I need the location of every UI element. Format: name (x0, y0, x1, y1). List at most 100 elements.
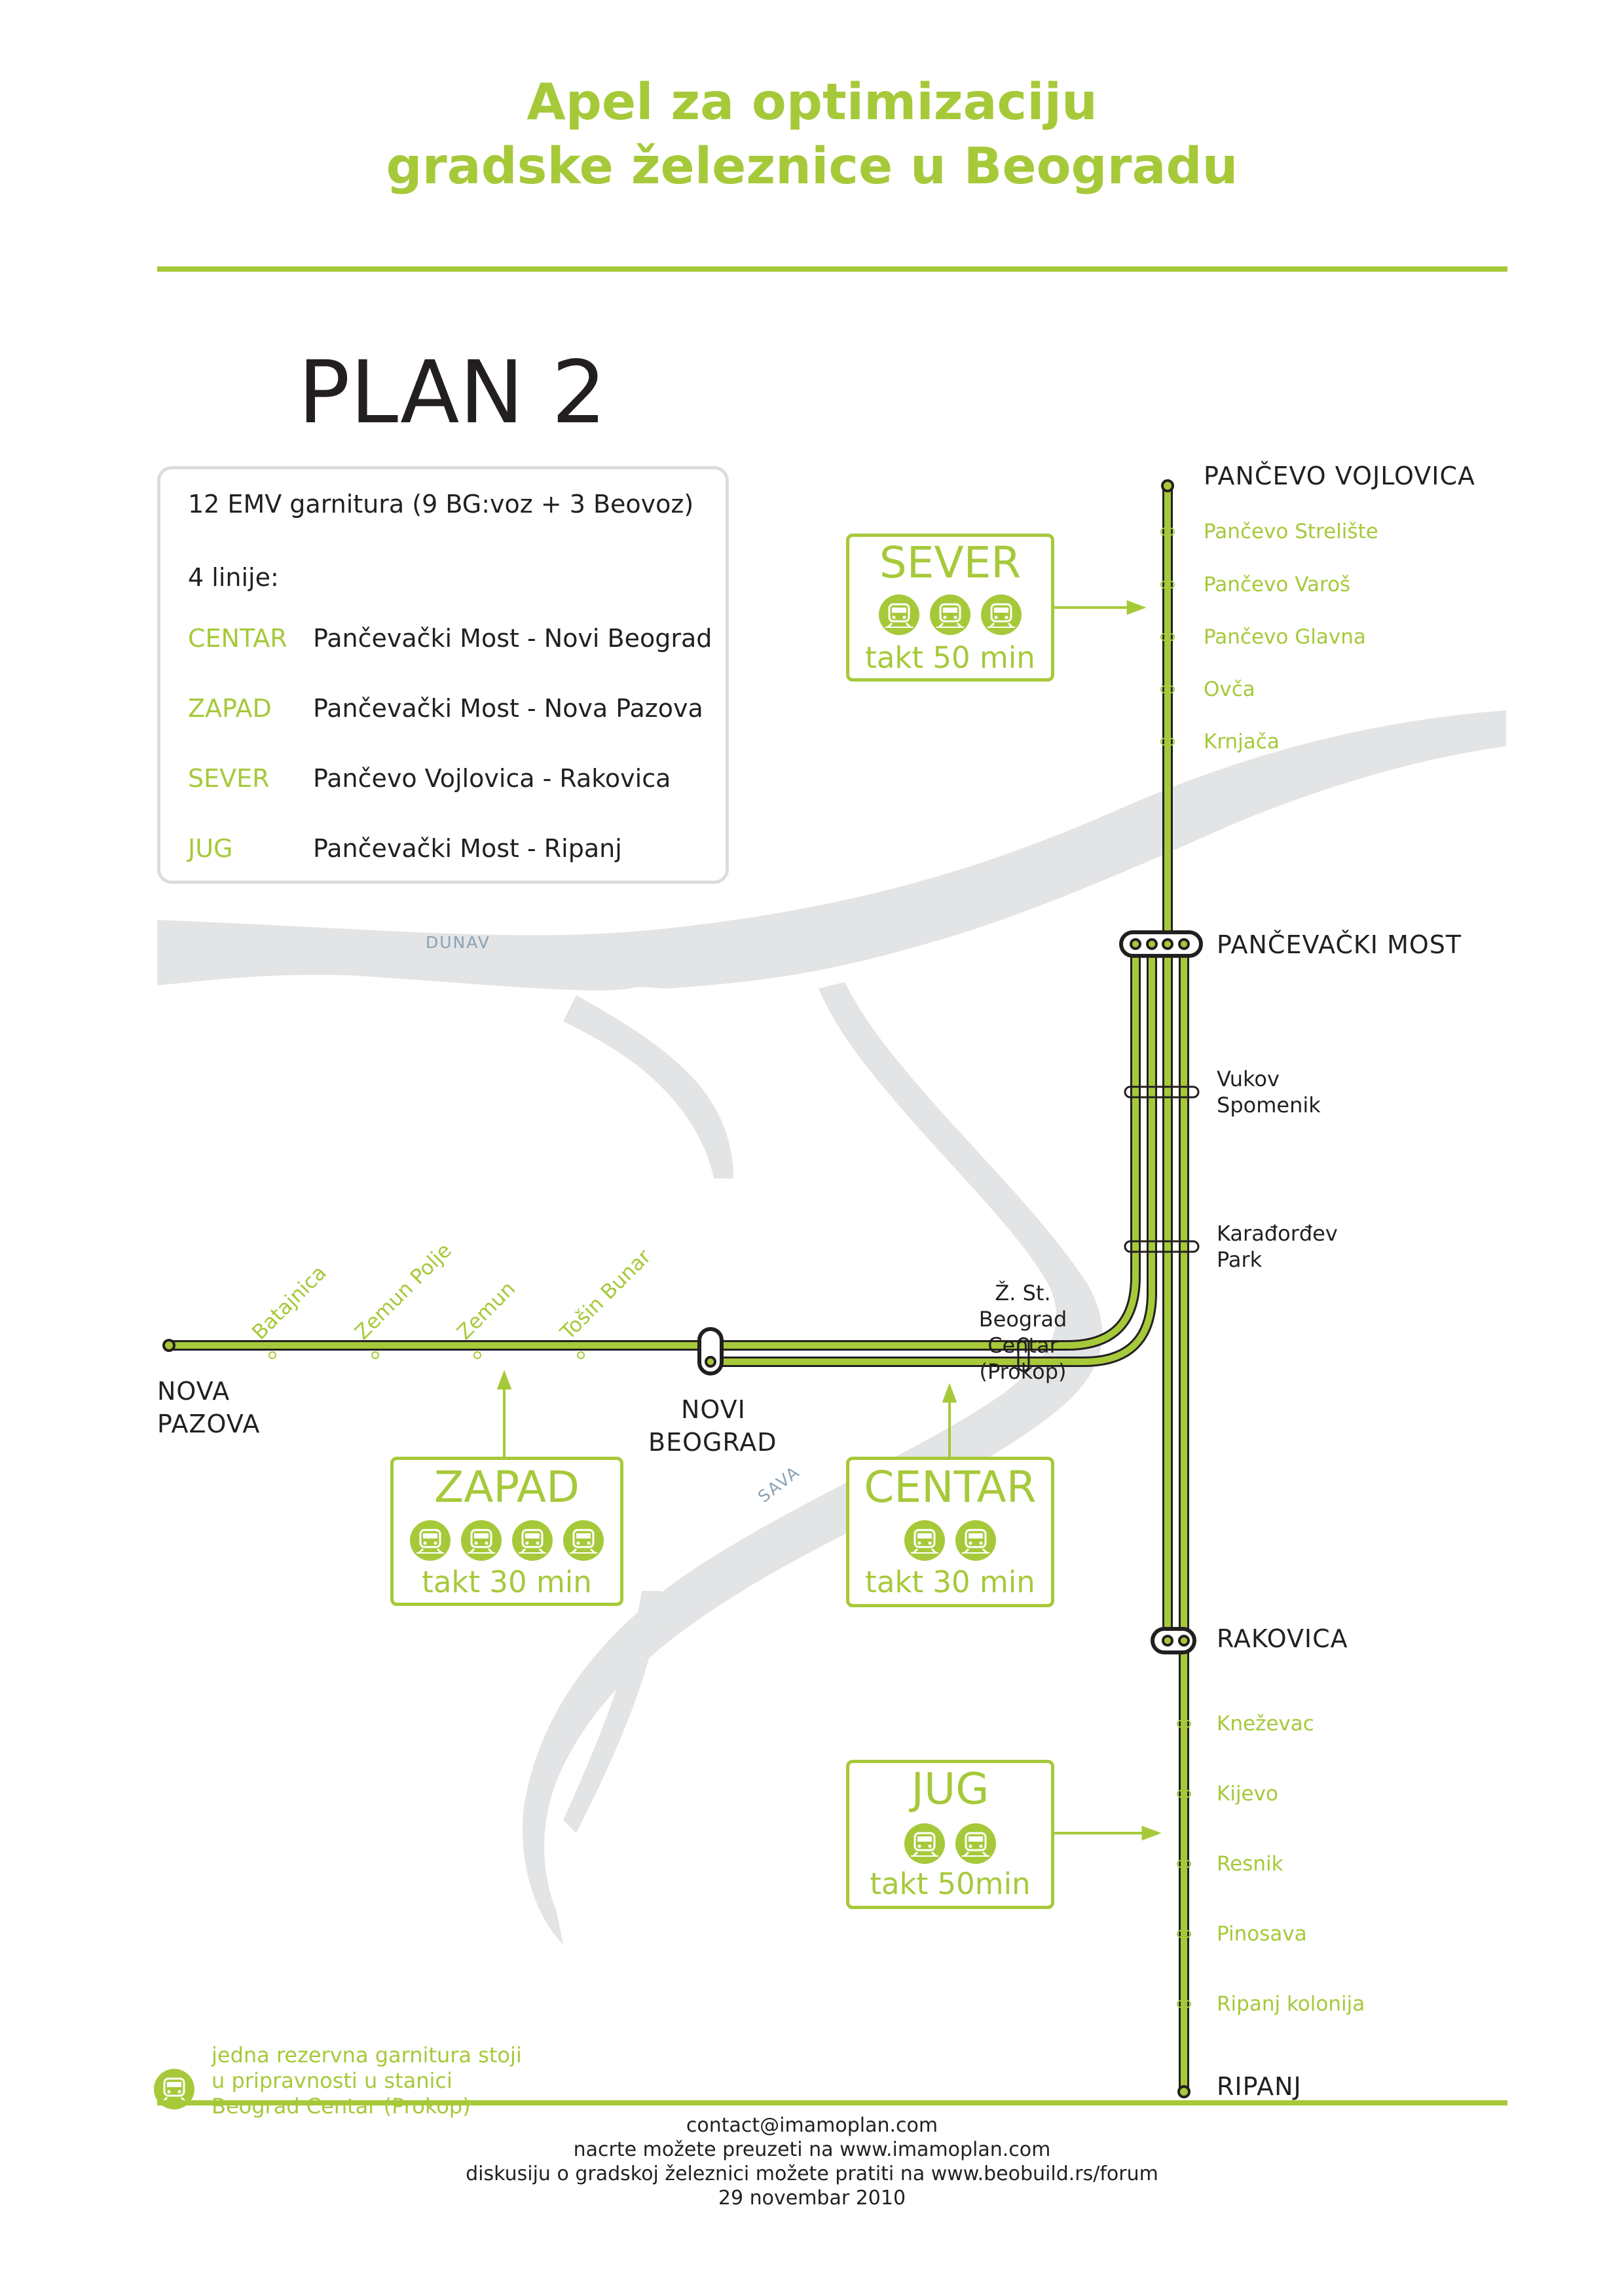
centar-box: CENTAR takt 30 min (846, 1457, 1054, 1607)
stop-marker (1183, 1860, 1191, 1868)
train-icon (461, 1520, 502, 1561)
jug-arrow-head (1141, 1825, 1162, 1841)
legend-line-route: Pančevački Most - Ripanj (313, 834, 622, 863)
station-label-line: Spomenik (1217, 1093, 1321, 1118)
station-dot (705, 1356, 716, 1368)
station-pancevo-varos: Pančevo Varoš (1204, 573, 1351, 596)
zapad-box-takt: takt 30 min (422, 1565, 592, 1599)
sever-box: SEVER takt 50 min (846, 534, 1054, 682)
bottom-divider (157, 2100, 1507, 2105)
reserve-note-line: jedna rezervna garnitura stoji (212, 2043, 522, 2068)
stop-marker (371, 1351, 379, 1359)
jug-train-icons (849, 1823, 1051, 1867)
train-icon (955, 1823, 996, 1864)
station-kijevo: Kijevo (1217, 1782, 1278, 1806)
footer-contact: contact@imamoplan.com (686, 2114, 938, 2137)
jug-box-name: JUG (911, 1764, 989, 1814)
karadjordjev-park-marker (1124, 1240, 1200, 1253)
train-icon (904, 1520, 945, 1561)
centar-train-icons (849, 1520, 1051, 1563)
train-icon (930, 594, 970, 635)
train-icon (981, 594, 1022, 635)
station-ripanj-kolonija: Ripanj kolonija (1217, 1992, 1365, 2016)
footer-date: 29 novembar 2010 (718, 2187, 906, 2210)
stop-marker (1167, 633, 1175, 641)
zapad-box: ZAPAD takt 30 min (390, 1457, 623, 1606)
sever-box-name: SEVER (879, 538, 1022, 588)
centar-box-takt: takt 30 min (865, 1565, 1035, 1599)
stop-marker (473, 1351, 481, 1359)
reserve-note: jedna rezervna garnitura stoji u priprav… (212, 2043, 522, 2119)
legend-lines-heading: 4 linije: (188, 563, 279, 592)
station-label-line: PAZOVA (157, 1410, 261, 1438)
dunav-river (157, 710, 1506, 991)
sever-arrow-head (1126, 600, 1147, 615)
station-label-line: Karađorđev (1217, 1221, 1338, 1246)
legend-line-route: Pančevački Most - Novi Beograd (313, 624, 712, 653)
station-dot (1130, 938, 1141, 950)
centar-box-name: CENTAR (864, 1462, 1037, 1512)
station-krnjaca: Krnjača (1204, 730, 1280, 754)
footer-download: nacrte možete preuzeti na www.imamoplan.… (573, 2138, 1051, 2161)
legend-line-route: Pančevo Vojlovica - Rakovica (313, 764, 671, 793)
centar-arrow-head (942, 1383, 957, 1403)
train-icon (879, 594, 919, 635)
station-nova-pazova: NOVA PAZOVA (157, 1375, 260, 1440)
station-rakovica: RAKOVICA (1217, 1624, 1348, 1653)
jug-box-takt: takt 50min (870, 1867, 1031, 1901)
station-pancevo-glavna: Pančevo Glavna (1204, 625, 1366, 649)
station-dot (1178, 938, 1190, 950)
train-icon (410, 1520, 451, 1561)
stop-marker (1167, 581, 1175, 589)
station-label-line: BEOGRAD (648, 1428, 777, 1457)
train-icon (563, 1520, 604, 1561)
legend-line-route: Pančevački Most - Nova Pazova (313, 694, 703, 723)
river-confluence (563, 995, 733, 1178)
train-icon (955, 1520, 996, 1561)
jug-box: JUG takt 50min (846, 1760, 1054, 1909)
legend-box: 12 EMV garnitura (9 BG:voz + 3 Beovoz) 4… (157, 466, 729, 884)
stop-marker (1183, 1790, 1191, 1798)
station-label-line: Park (1217, 1247, 1263, 1272)
station-vukov-spomenik: Vukov Spomenik (1217, 1066, 1321, 1118)
train-icon (904, 1823, 945, 1864)
stop-marker (1167, 685, 1175, 693)
station-knezevac: Kneževac (1217, 1712, 1314, 1736)
reserve-note-line: Beograd Centar (Prokop) (212, 2094, 471, 2119)
station-ripanj: RIPANJ (1217, 2072, 1302, 2101)
station-dot (1146, 938, 1158, 950)
stop-marker (268, 1351, 276, 1359)
station-resnik: Resnik (1217, 1852, 1283, 1876)
station-pinosava: Pinosava (1217, 1922, 1307, 1946)
dunav-label: DUNAV (426, 933, 490, 952)
title-line-1: Apel za optimizaciju (526, 73, 1098, 132)
station-pancevo-streliste: Pančevo Strelište (1204, 520, 1378, 543)
zapad-line (166, 939, 1139, 1349)
stop-marker (1183, 1720, 1191, 1728)
reserve-note-line: u pripravnosti u stanici (212, 2068, 452, 2093)
zapad-arrow-head (496, 1370, 512, 1390)
stop-marker (1183, 1930, 1191, 1938)
stop-marker (1167, 738, 1175, 746)
station-label-line: Vukov (1217, 1066, 1280, 1091)
legend-fleet: 12 EMV garnitura (9 BG:voz + 3 Beovoz) (188, 490, 694, 519)
vukov-spomenik-marker (1124, 1085, 1200, 1099)
legend-line-code: ZAPAD (188, 694, 272, 723)
stop-marker (1183, 2000, 1191, 2008)
station-dot (1178, 1635, 1190, 1647)
pancevacki-most-marker (1119, 930, 1203, 958)
vojlovica-dot (1161, 479, 1174, 492)
station-label-line: Centar (Prokop) (979, 1333, 1067, 1384)
legend-line-code: SEVER (188, 764, 270, 793)
station-label-line: NOVI (681, 1395, 746, 1424)
station-label-line: NOVA (157, 1377, 231, 1406)
prokop-marker (1017, 1337, 1030, 1372)
station-pancevo-vojlovica: PANČEVO VOJLOVICA (1204, 462, 1475, 490)
footer: contact@imamoplan.com nacrte možete preu… (0, 2113, 1624, 2210)
zapad-train-icons (394, 1520, 620, 1563)
sever-box-takt: takt 50 min (865, 640, 1035, 675)
station-dot (1162, 1635, 1173, 1647)
station-karadjordjev-park: Karađorđev Park (1217, 1220, 1338, 1273)
train-icon (512, 1520, 553, 1561)
nova-pazova-dot (162, 1339, 175, 1352)
